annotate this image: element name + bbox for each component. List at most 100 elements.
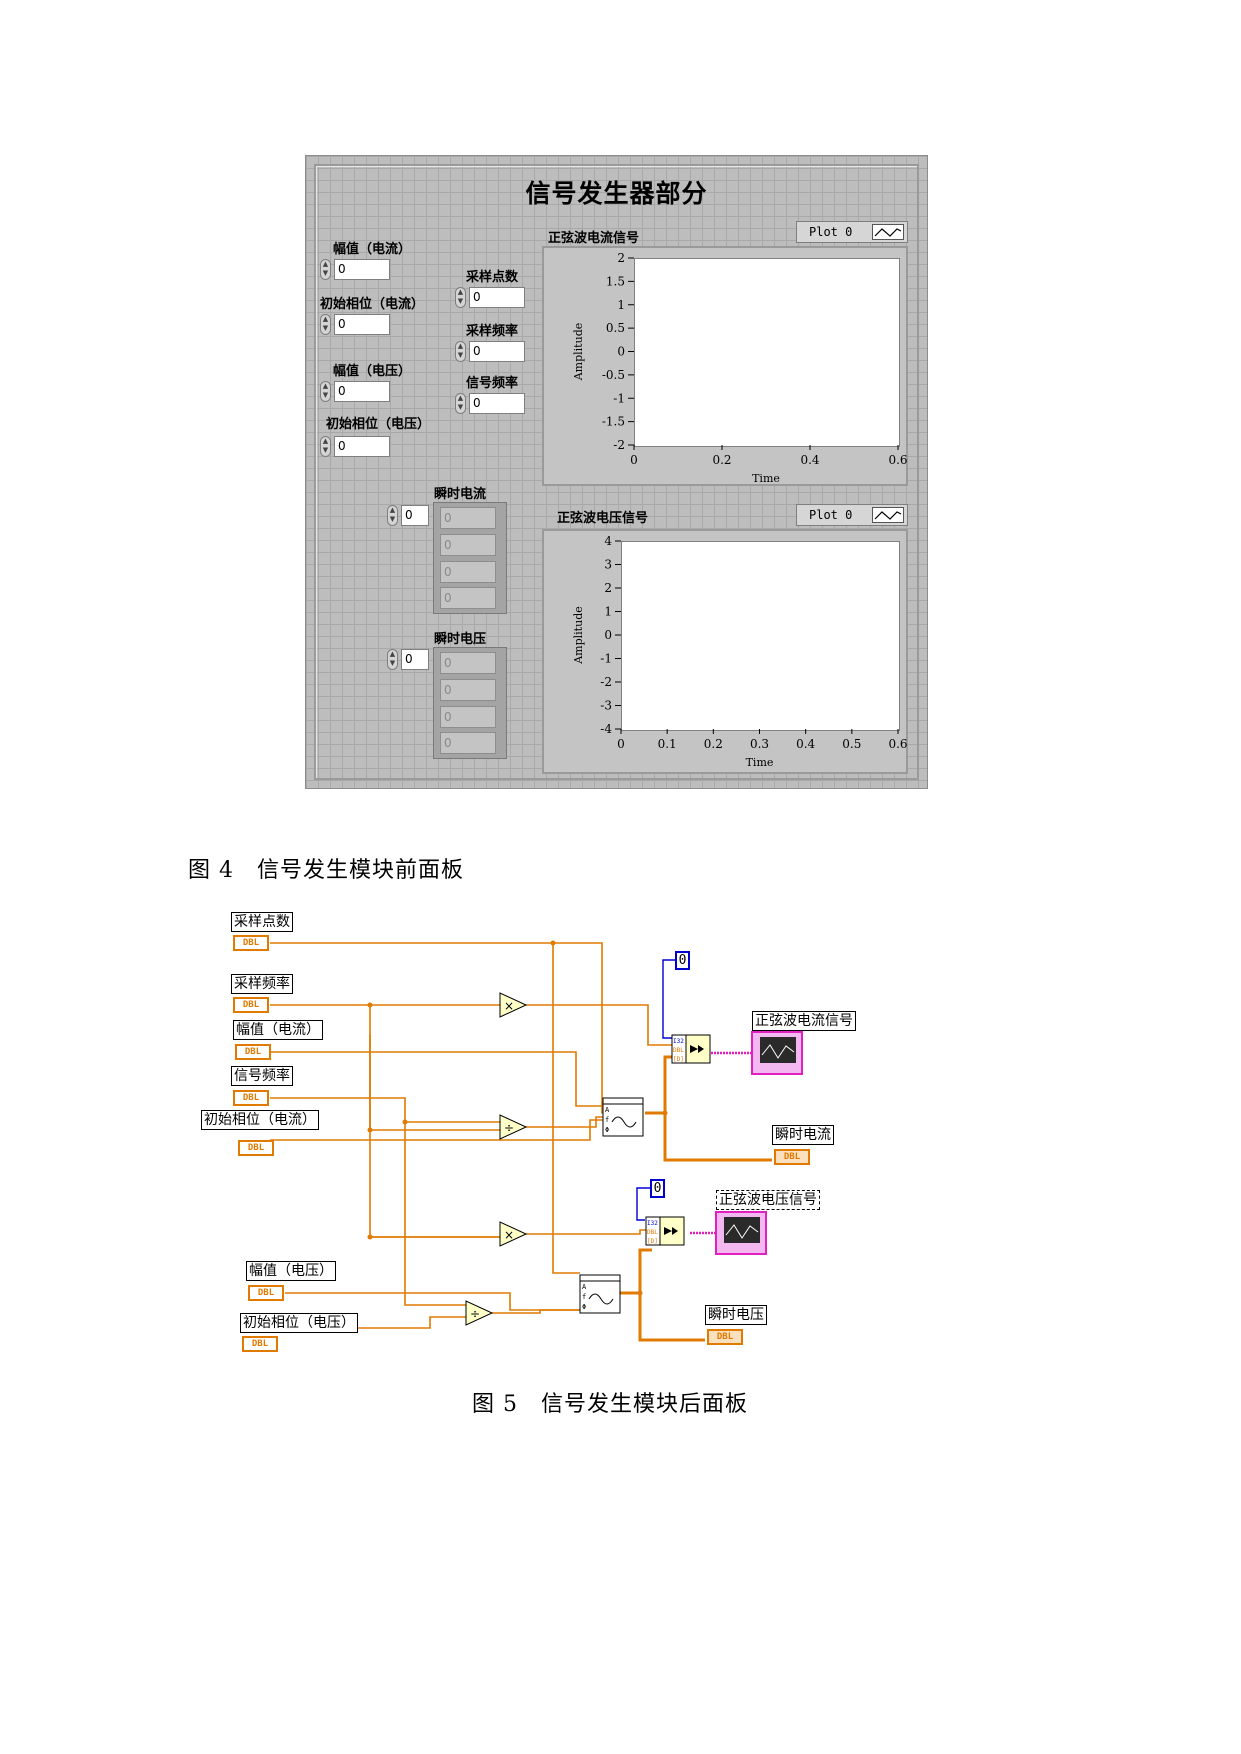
array-index-current-value[interactable]: 0 — [401, 505, 429, 526]
signal-frequency-control[interactable]: ▲▼ 0 — [455, 393, 525, 414]
graph-current-title: 正弦波电流信号 — [548, 231, 640, 246]
spinner-icon[interactable]: ▲▼ — [320, 381, 331, 402]
panel-frame — [314, 164, 919, 780]
plot-area-voltage[interactable] — [621, 541, 900, 731]
figure-4-caption: 图 4 信号发生模块前面板 — [188, 858, 464, 883]
label-voltage-graph-terminal: 正弦波电压信号 — [716, 1190, 820, 1210]
svg-text:Φ: Φ — [605, 1126, 609, 1134]
spinner-icon[interactable]: ▲▼ — [455, 341, 466, 362]
signal-frequency-terminal[interactable]: DBL — [233, 1090, 269, 1106]
spinner-icon[interactable]: ▲▼ — [320, 259, 331, 280]
svg-text:f: f — [605, 1116, 609, 1124]
plot-legend-current[interactable]: Plot 0 — [796, 221, 908, 243]
x-tick-label: 0 — [630, 453, 638, 467]
phase-voltage-value[interactable]: 0 — [334, 436, 390, 457]
phase-current-value[interactable]: 0 — [334, 314, 390, 335]
waveform-graph-icon — [751, 1031, 803, 1075]
label-phase-voltage-terminal: 初始相位（电压） — [240, 1313, 358, 1333]
instant-voltage-array: 0 0 0 0 — [433, 647, 507, 759]
x-tick-label: 0 — [617, 737, 625, 751]
x-tick-label: 0.6 — [888, 737, 907, 751]
sample-rate-control[interactable]: ▲▼ 0 — [455, 341, 525, 362]
bundle-node: I32 DBL [D] — [671, 1034, 711, 1064]
y-tick-label: 2 — [604, 581, 612, 595]
array-index-voltage-value[interactable]: 0 — [401, 649, 429, 670]
amp-current-terminal[interactable]: DBL — [235, 1044, 271, 1060]
svg-text:Φ: Φ — [582, 1303, 586, 1311]
phase-voltage-control[interactable]: ▲▼ 0 — [320, 436, 390, 457]
x-tick-label: 0.2 — [712, 453, 731, 467]
waveform-graph-icon — [715, 1211, 767, 1255]
y-tick-label: 1.5 — [606, 274, 625, 288]
numeric-constant[interactable]: 0 — [675, 951, 690, 970]
instant-current-terminal[interactable]: DBL — [774, 1149, 810, 1165]
amp-voltage-terminal[interactable]: DBL — [248, 1285, 284, 1301]
phase-voltage-terminal[interactable]: DBL — [242, 1336, 278, 1352]
signal-frequency-value[interactable]: 0 — [469, 393, 525, 414]
sample-rate-value[interactable]: 0 — [469, 341, 525, 362]
spinner-icon[interactable]: ▲▼ — [320, 436, 331, 457]
array-index-current[interactable]: ▲▼ 0 — [387, 505, 431, 526]
x-tick-label: 0.4 — [800, 453, 819, 467]
sample-count-control[interactable]: ▲▼ 0 — [455, 287, 525, 308]
amp-voltage-control[interactable]: ▲▼ 0 — [320, 381, 390, 402]
sample-count-value[interactable]: 0 — [469, 287, 525, 308]
figure-5-caption: 图 5 信号发生模块后面板 — [472, 1392, 748, 1417]
label-sample-rate: 采样频率 — [466, 324, 519, 339]
graph-voltage-title: 正弦波电压信号 — [557, 511, 649, 526]
sine-waveform-vi: A f Φ — [579, 1274, 621, 1314]
x-axis-title: Time — [746, 756, 774, 769]
numeric-constant[interactable]: 0 — [650, 1179, 665, 1198]
plot-area-current[interactable] — [634, 258, 900, 447]
y-tick-label: -1 — [600, 652, 612, 666]
y-tick-label: 3 — [604, 558, 612, 572]
spinner-icon[interactable]: ▲▼ — [455, 287, 466, 308]
sample-count-terminal[interactable]: DBL — [233, 935, 269, 951]
svg-text:DBL: DBL — [647, 1229, 658, 1236]
amp-current-control[interactable]: ▲▼ 0 — [320, 259, 390, 280]
label-phase-current-terminal: 初始相位（电流） — [201, 1110, 319, 1130]
instant-voltage-terminal[interactable]: DBL — [707, 1329, 743, 1345]
phase-current-control[interactable]: ▲▼ 0 — [320, 314, 390, 335]
panel-title: 信号发生器部分 — [525, 179, 708, 208]
label-sample-count-terminal: 采样点数 — [231, 912, 293, 932]
label-current-graph-terminal: 正弦波电流信号 — [752, 1011, 856, 1031]
label-amp-current: 幅值（电流） — [333, 242, 412, 257]
y-tick-label: 0 — [604, 628, 612, 642]
y-tick-label: -2 — [600, 675, 612, 689]
label-amp-current-terminal: 幅值（电流） — [233, 1020, 323, 1040]
amp-current-value[interactable]: 0 — [334, 259, 390, 280]
multiply-triangle — [499, 1221, 528, 1247]
sample-rate-terminal[interactable]: DBL — [233, 997, 269, 1013]
y-tick-label: -1 — [613, 391, 625, 405]
label-instant-current-terminal: 瞬时电流 — [772, 1125, 834, 1145]
legend-label: Plot 0 — [809, 508, 853, 522]
multiply-icon: × — [504, 1228, 514, 1242]
plot-legend-voltage[interactable]: Plot 0 — [796, 504, 908, 526]
svg-text:I32: I32 — [647, 1220, 658, 1227]
divide-triangle — [499, 1114, 528, 1140]
spinner-icon[interactable]: ▲▼ — [320, 314, 331, 335]
front-panel: 信号发生器部分 幅值（电流） ▲▼ 0 初始相位（电流） ▲▼ 0 幅值（电压）… — [305, 155, 928, 789]
label-amp-voltage-terminal: 幅值（电压） — [246, 1261, 336, 1281]
spinner-icon[interactable]: ▲▼ — [455, 393, 466, 414]
label-signal-frequency-terminal: 信号频率 — [231, 1066, 293, 1086]
x-tick-label: 0.5 — [842, 737, 861, 751]
label-sample-rate-terminal: 采样频率 — [231, 974, 293, 994]
label-instant-voltage-terminal: 瞬时电压 — [705, 1305, 767, 1325]
spinner-icon[interactable]: ▲▼ — [387, 649, 398, 670]
y-axis-title: Amplitude — [572, 323, 585, 382]
label-phase-voltage: 初始相位（电压） — [326, 417, 431, 432]
array-index-voltage[interactable]: ▲▼ 0 — [387, 649, 431, 670]
array-cell: 0 — [440, 652, 496, 674]
y-tick-label: -0.5 — [602, 368, 625, 382]
svg-text:I32: I32 — [673, 1038, 684, 1045]
amp-voltage-value[interactable]: 0 — [334, 381, 390, 402]
x-tick-label: 0.2 — [704, 737, 723, 751]
phase-current-terminal[interactable]: DBL — [238, 1140, 274, 1156]
spinner-icon[interactable]: ▲▼ — [387, 505, 398, 526]
label-signal-frequency: 信号频率 — [466, 376, 519, 391]
